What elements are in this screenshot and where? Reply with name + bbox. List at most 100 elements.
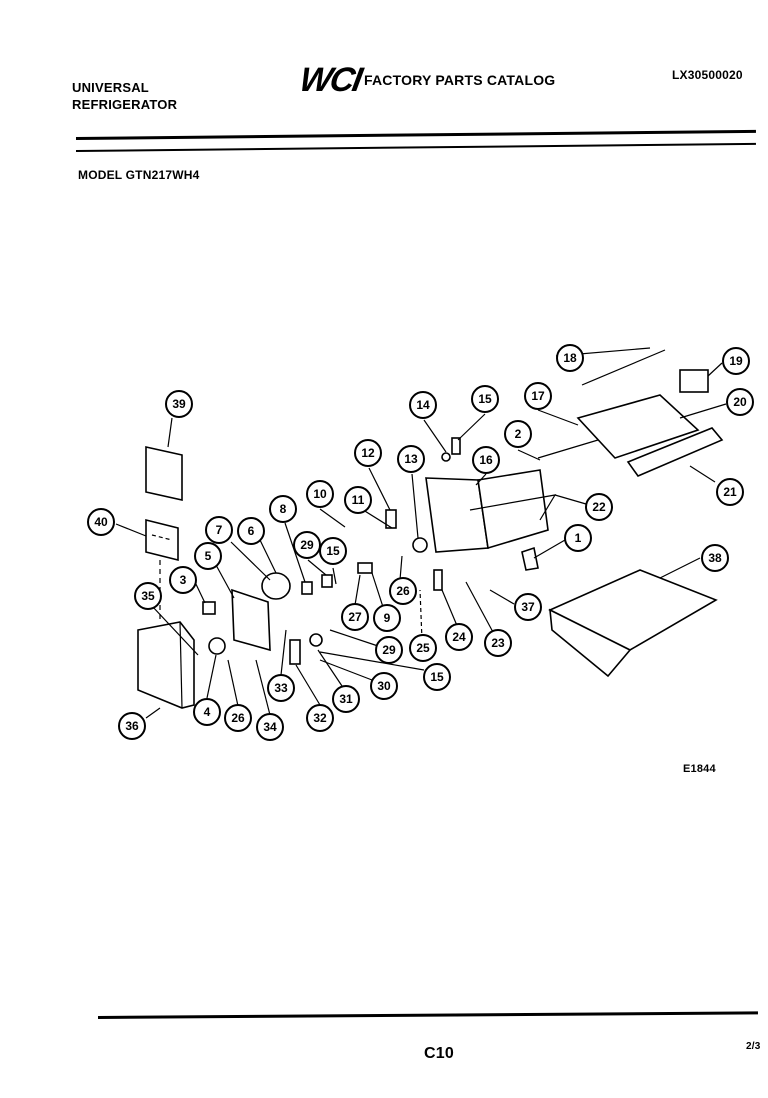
callout-label: 38 bbox=[708, 551, 722, 565]
model-label: MODEL GTN217WH4 bbox=[78, 168, 200, 182]
callout-29b: 29 bbox=[375, 636, 403, 664]
callout-4: 4 bbox=[193, 698, 221, 726]
callout-26b: 26 bbox=[224, 704, 252, 732]
part-32-bar bbox=[289, 639, 301, 665]
part-21-stripper bbox=[626, 427, 724, 477]
callout-label: 23 bbox=[491, 636, 505, 650]
callout-label: 8 bbox=[280, 502, 287, 516]
callout-label: 2 bbox=[515, 427, 522, 441]
part-4-gear bbox=[208, 637, 226, 655]
callout-33: 33 bbox=[267, 674, 295, 702]
callout-label: 18 bbox=[563, 351, 577, 365]
callout-label: 12 bbox=[361, 446, 375, 460]
callout-6: 6 bbox=[237, 517, 265, 545]
callout-label: 39 bbox=[172, 397, 186, 411]
part-24-lever bbox=[433, 569, 443, 591]
callout-label: 27 bbox=[348, 610, 362, 624]
page-fraction: 2/3 bbox=[746, 1041, 761, 1052]
callout-label: 35 bbox=[141, 589, 155, 603]
catalog-title: FACTORY PARTS CATALOG bbox=[364, 72, 556, 88]
callout-label: 21 bbox=[723, 485, 737, 499]
callout-34: 34 bbox=[256, 713, 284, 741]
catalog-number: LX30500020 bbox=[672, 68, 743, 82]
callout-29a: 29 bbox=[293, 531, 321, 559]
callout-label: 37 bbox=[521, 600, 535, 614]
callout-15a: 15 bbox=[471, 385, 499, 413]
callout-label: 26 bbox=[396, 584, 410, 598]
callout-label: 5 bbox=[205, 549, 212, 563]
leader-lines bbox=[115, 347, 727, 719]
callout-39: 39 bbox=[165, 390, 193, 418]
callout-label: 15 bbox=[326, 544, 340, 558]
callout-label: 6 bbox=[248, 524, 255, 538]
callout-2: 2 bbox=[504, 420, 532, 448]
part-15-clip bbox=[451, 437, 461, 455]
callout-3: 3 bbox=[169, 566, 197, 594]
callout-label: 7 bbox=[216, 523, 223, 537]
callout-19: 19 bbox=[722, 347, 750, 375]
callout-label: 26 bbox=[231, 711, 245, 725]
part-13-cam bbox=[412, 537, 428, 553]
callout-20: 20 bbox=[726, 388, 754, 416]
callout-11: 11 bbox=[344, 486, 372, 514]
callout-label: 15 bbox=[478, 392, 492, 406]
callout-label: 16 bbox=[479, 453, 493, 467]
callout-27: 27 bbox=[341, 603, 369, 631]
callout-label: 11 bbox=[352, 493, 365, 507]
callout-18: 18 bbox=[556, 344, 584, 372]
callout-label: 17 bbox=[531, 389, 545, 403]
callout-30: 30 bbox=[370, 672, 398, 700]
callout-21: 21 bbox=[716, 478, 744, 506]
callout-label: 15 bbox=[430, 670, 444, 684]
callout-label: 14 bbox=[416, 398, 430, 412]
callout-25: 25 bbox=[409, 634, 437, 662]
callout-16: 16 bbox=[472, 446, 500, 474]
callout-15c: 15 bbox=[423, 663, 451, 691]
callout-36: 36 bbox=[118, 712, 146, 740]
callout-8: 8 bbox=[269, 495, 297, 523]
callout-label: 22 bbox=[592, 500, 606, 514]
part-29-fitting bbox=[321, 574, 333, 588]
callout-13: 13 bbox=[397, 445, 425, 473]
callout-label: 40 bbox=[94, 515, 108, 529]
brand-line1: UNIVERSAL bbox=[72, 80, 149, 95]
callout-label: 4 bbox=[204, 705, 211, 719]
page-label: C10 bbox=[424, 1045, 454, 1062]
callout-1: 1 bbox=[564, 524, 592, 552]
brand-line2: REFRIGERATOR bbox=[72, 97, 178, 112]
callout-24: 24 bbox=[445, 623, 473, 651]
callout-label: 34 bbox=[263, 720, 277, 734]
callout-9: 9 bbox=[373, 604, 401, 632]
callout-15b: 15 bbox=[319, 537, 347, 565]
callout-label: 3 bbox=[180, 573, 187, 587]
callout-26a: 26 bbox=[389, 577, 417, 605]
callout-label: 1 bbox=[575, 531, 582, 545]
callout-label: 36 bbox=[125, 719, 139, 733]
callout-31: 31 bbox=[332, 685, 360, 713]
callout-37: 37 bbox=[514, 593, 542, 621]
callout-label: 29 bbox=[300, 538, 314, 552]
part-14-screw bbox=[441, 452, 451, 462]
part-8-fitting bbox=[301, 581, 313, 595]
callout-label: 31 bbox=[339, 692, 353, 706]
callout-label: 25 bbox=[416, 641, 430, 655]
callout-22: 22 bbox=[585, 493, 613, 521]
part-39-sheet bbox=[145, 446, 183, 501]
part-2-rod bbox=[537, 439, 599, 459]
callout-23: 23 bbox=[484, 629, 512, 657]
part-18-ejector bbox=[581, 349, 666, 386]
part-31-ring bbox=[309, 633, 323, 647]
part-36-cover bbox=[137, 621, 195, 709]
part-5-plate bbox=[231, 588, 271, 652]
callout-label: 19 bbox=[729, 354, 743, 368]
callout-38: 38 bbox=[701, 544, 729, 572]
callout-label: 13 bbox=[404, 452, 418, 466]
callout-10: 10 bbox=[306, 480, 334, 508]
callout-40: 40 bbox=[87, 508, 115, 536]
part-17-mold bbox=[576, 394, 700, 459]
callout-32: 32 bbox=[306, 704, 334, 732]
figure-id: E1844 bbox=[683, 763, 716, 775]
part-16-side bbox=[477, 469, 549, 550]
part-19-block bbox=[679, 369, 709, 393]
